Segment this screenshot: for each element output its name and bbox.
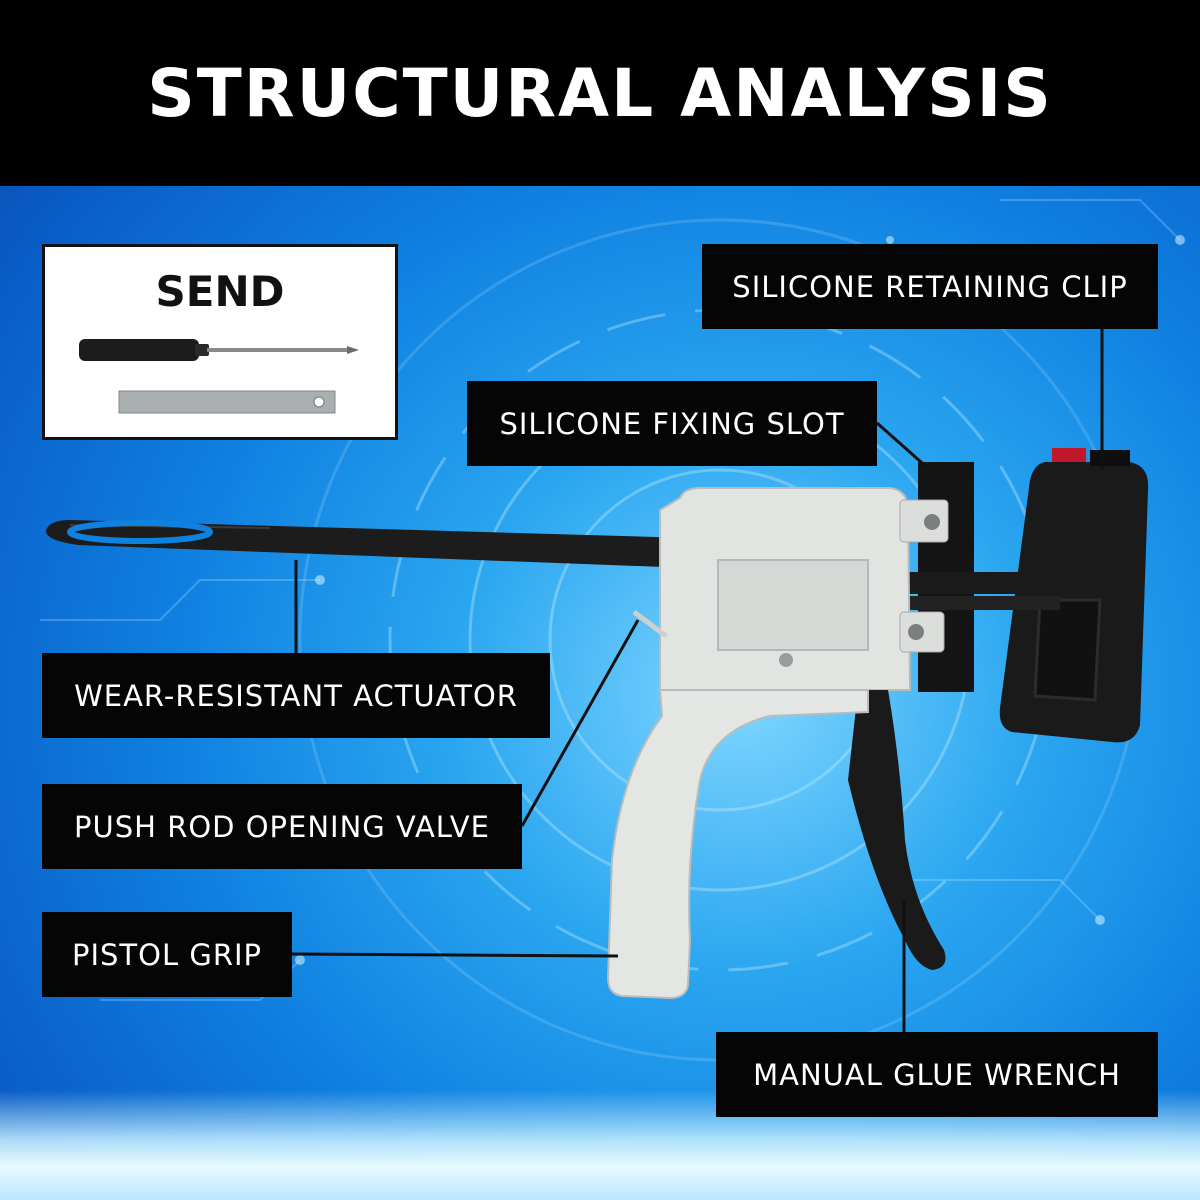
- send-items: [79, 339, 359, 414]
- send-accessories-box: SEND: [42, 244, 398, 440]
- gun-body: [659, 487, 949, 691]
- screwdriver-icon: [79, 339, 359, 361]
- header-banner: STRUCTURAL ANALYSIS: [0, 0, 1200, 186]
- back-plate: [999, 448, 1149, 743]
- callout-pistol-grip: PISTOL GRIP: [42, 912, 292, 997]
- actuator-rods: [45, 520, 1060, 610]
- send-title: SEND: [155, 267, 285, 316]
- callout-silicone-fixing-slot: SILICONE FIXING SLOT: [467, 381, 877, 466]
- manual-glue-wrench: [848, 690, 946, 970]
- callout-push-rod-opening-valve: PUSH ROD OPENING VALVE: [42, 784, 522, 869]
- callout-silicone-retaining-clip: SILICONE RETAINING CLIP: [702, 244, 1158, 329]
- metal-bar-icon: [118, 390, 336, 414]
- callout-manual-glue-wrench: MANUAL GLUE WRENCH: [716, 1032, 1158, 1117]
- page-title: STRUCTURAL ANALYSIS: [147, 54, 1053, 132]
- callout-wear-resistant-actuator: WEAR-RESISTANT ACTUATOR: [42, 653, 550, 738]
- pistol-grip: [606, 689, 869, 1000]
- push-rod-valve: [632, 610, 668, 638]
